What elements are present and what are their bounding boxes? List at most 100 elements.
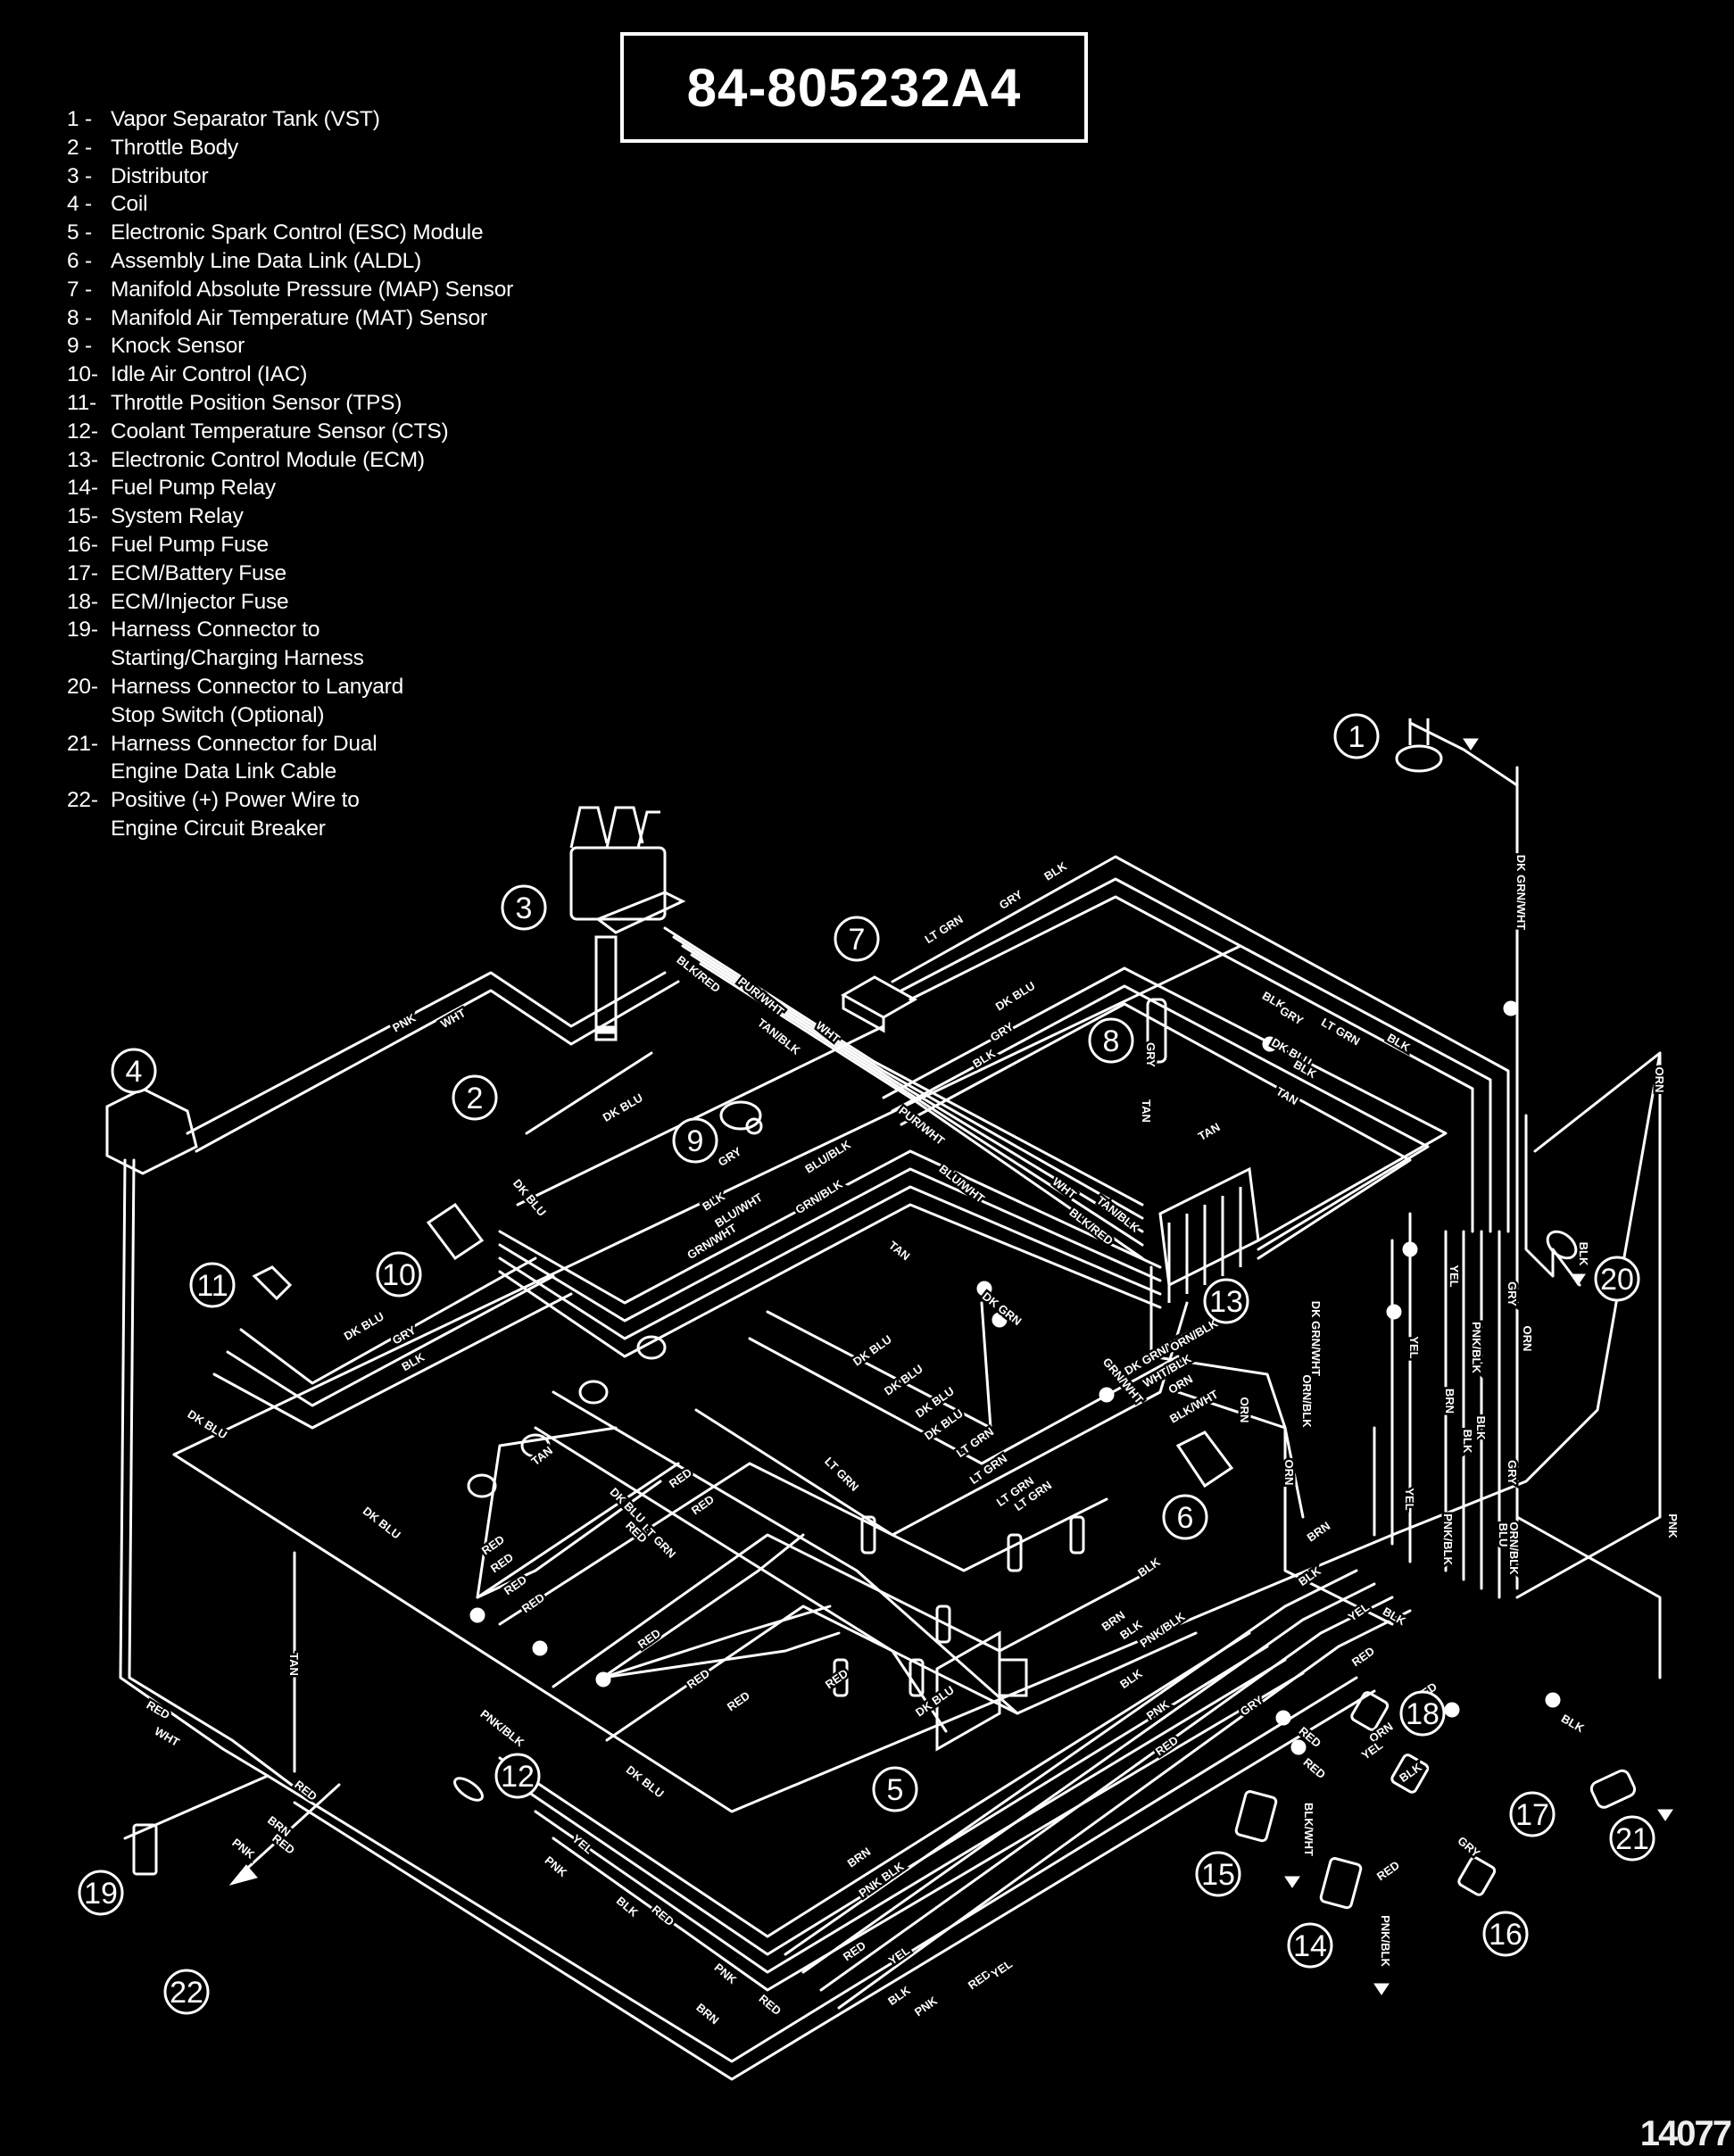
- legend-item: 16-Fuel Pump Fuse: [67, 531, 513, 560]
- legend-number: 18-: [67, 589, 98, 614]
- wire: [801, 1582, 1376, 1974]
- legend-item: 4 - Coil: [67, 190, 513, 219]
- wire: [119, 1158, 270, 1840]
- wire-color-label: BLK: [1041, 858, 1069, 883]
- parts-legend: 1 -Vapor Separator Tank (VST)2 -Throttle…: [67, 105, 513, 843]
- legend-item: 3 -Distributor: [67, 162, 513, 191]
- callout-number: 8: [1103, 1024, 1120, 1058]
- legend-text-line: Harness Connector to Lanyard: [111, 674, 404, 699]
- callout-number: 11: [196, 1269, 228, 1303]
- callout-14: 14: [1287, 1922, 1333, 1969]
- wire: [766, 1301, 992, 1430]
- callout-circle: [1509, 1791, 1556, 1837]
- wire-color-label: WHT: [153, 1724, 182, 1749]
- legend-text-line: Harness Connector to: [111, 618, 320, 643]
- fuel-pump-relay-icon: [1319, 1857, 1363, 1910]
- wire-color-label: BLK: [1117, 1666, 1145, 1691]
- wire-color-label: GRY: [988, 1019, 1016, 1044]
- callout-17: 17: [1509, 1791, 1556, 1837]
- legend-number: 5 -: [67, 220, 92, 245]
- wire: [534, 1426, 948, 1733]
- wire-color-label: DK BLU: [601, 1090, 645, 1124]
- wire-color-label: DK BLU: [850, 1332, 894, 1368]
- legend-item: 17-ECM/Battery Fuse: [67, 560, 513, 588]
- wire: [1524, 1114, 1581, 1287]
- callout-number: 19: [84, 1877, 118, 1911]
- callout-number: 17: [1515, 1798, 1549, 1832]
- callout-number: 7: [849, 923, 866, 957]
- legend-number: 13-: [67, 447, 98, 472]
- legend-text-line: System Relay: [111, 504, 244, 529]
- wire-color-label: GRY: [1506, 1460, 1519, 1485]
- callout-16: 16: [1482, 1911, 1529, 1957]
- callout-number: 14: [1293, 1929, 1327, 1963]
- callout-7: 7: [834, 916, 880, 962]
- legend-text: Coolant Temperature Sensor (CTS): [111, 418, 449, 446]
- wire: [226, 1274, 555, 1407]
- wire-color-label: DK BLU: [624, 1762, 667, 1800]
- callout-circle: [1195, 1851, 1241, 1897]
- wire-color-label: ORN: [1521, 1326, 1534, 1352]
- legend-text-line: Electronic Control Module (ECM): [111, 447, 425, 472]
- legend-text-line: Positive (+) Power Wire to: [111, 788, 360, 813]
- wire: [293, 1689, 1376, 2081]
- wire: [552, 1671, 1305, 1992]
- coil-icon: [105, 1087, 198, 1175]
- wire-color-label: TAN: [1274, 1084, 1300, 1107]
- wire-color-label: BRN: [1443, 1389, 1456, 1414]
- wire-color-label: YEL: [1407, 1336, 1421, 1358]
- wire-color-label: BRN: [693, 2001, 721, 2027]
- wire-color-label: RED: [1301, 1755, 1329, 1781]
- legend-text-line: Distributor: [111, 163, 209, 188]
- legend-text: Fuel Pump Relay: [111, 474, 276, 502]
- legend-number: 22-: [67, 788, 98, 813]
- legend-item: 12-Coolant Temperature Sensor (CTS): [67, 418, 513, 446]
- callout-15: 15: [1195, 1851, 1241, 1897]
- wire-color-label: DK GRN/WHT: [1514, 855, 1528, 931]
- wire: [605, 1605, 1198, 1742]
- wire-color-label: LT GRN: [1319, 1016, 1363, 1049]
- legend-item: 15-System Relay: [67, 502, 513, 531]
- wire-color-label: DK BLU: [361, 1504, 403, 1541]
- wire-color-label: LT GRN: [954, 1425, 996, 1460]
- callout-19: 19: [78, 1870, 124, 1916]
- part-number: 84-805232A4: [686, 57, 1022, 118]
- right-verticals: [1149, 721, 1662, 1679]
- legend-text: Electronic Control Module (ECM): [111, 446, 425, 475]
- wire-color-label: RED: [689, 1492, 717, 1517]
- legend-text-line: Assembly Line Data Link (ALDL): [111, 248, 422, 273]
- callout-number: 2: [467, 1082, 484, 1115]
- wire-color-label: PNK: [1666, 1513, 1680, 1538]
- legend-text: Electronic Spark Control (ESC) Module: [111, 219, 484, 247]
- wire: [1149, 1265, 1287, 1430]
- wire: [239, 1256, 537, 1385]
- legend-text: Manifold Air Temperature (MAT) Sensor: [111, 304, 487, 333]
- callout-circle: [452, 1074, 498, 1121]
- wire-color-label: YEL: [1359, 1738, 1385, 1762]
- wire-color-label: RED: [757, 1992, 784, 2018]
- legend-text-line: ECM/Battery Fuse: [111, 560, 286, 585]
- wire-color-label: YEL: [1403, 1488, 1416, 1510]
- wire-color-label: BRN: [1305, 1519, 1333, 1544]
- wire-color-label: RED: [1374, 1858, 1402, 1883]
- legend-text-line: Throttle Position Sensor (TPS): [111, 390, 402, 415]
- wire: [900, 1002, 1412, 1260]
- wire-color-label: BLK: [1385, 1031, 1413, 1055]
- legend-number: 21-: [67, 731, 98, 756]
- wire-color-label: TAN: [528, 1444, 555, 1469]
- legend-text: Manifold Absolute Pressure (MAP) Sensor: [111, 276, 513, 304]
- legend-text-line: Coil: [111, 192, 148, 217]
- wire: [891, 984, 1430, 1251]
- wire-color-label: PNK/BLK: [1470, 1322, 1483, 1373]
- wire-color-label: RED: [519, 1590, 547, 1615]
- callout-20: 20: [1594, 1256, 1640, 1302]
- map-sensor-icon: [840, 975, 918, 1033]
- legend-item: 8 -Manifold Air Temperature (MAT) Sensor: [67, 304, 513, 333]
- wire-color-label: PNK/BLK: [1137, 1609, 1187, 1650]
- legend-number: 4 -: [67, 192, 92, 217]
- wire: [1515, 1051, 1662, 1599]
- callout-circle: [1609, 1815, 1655, 1862]
